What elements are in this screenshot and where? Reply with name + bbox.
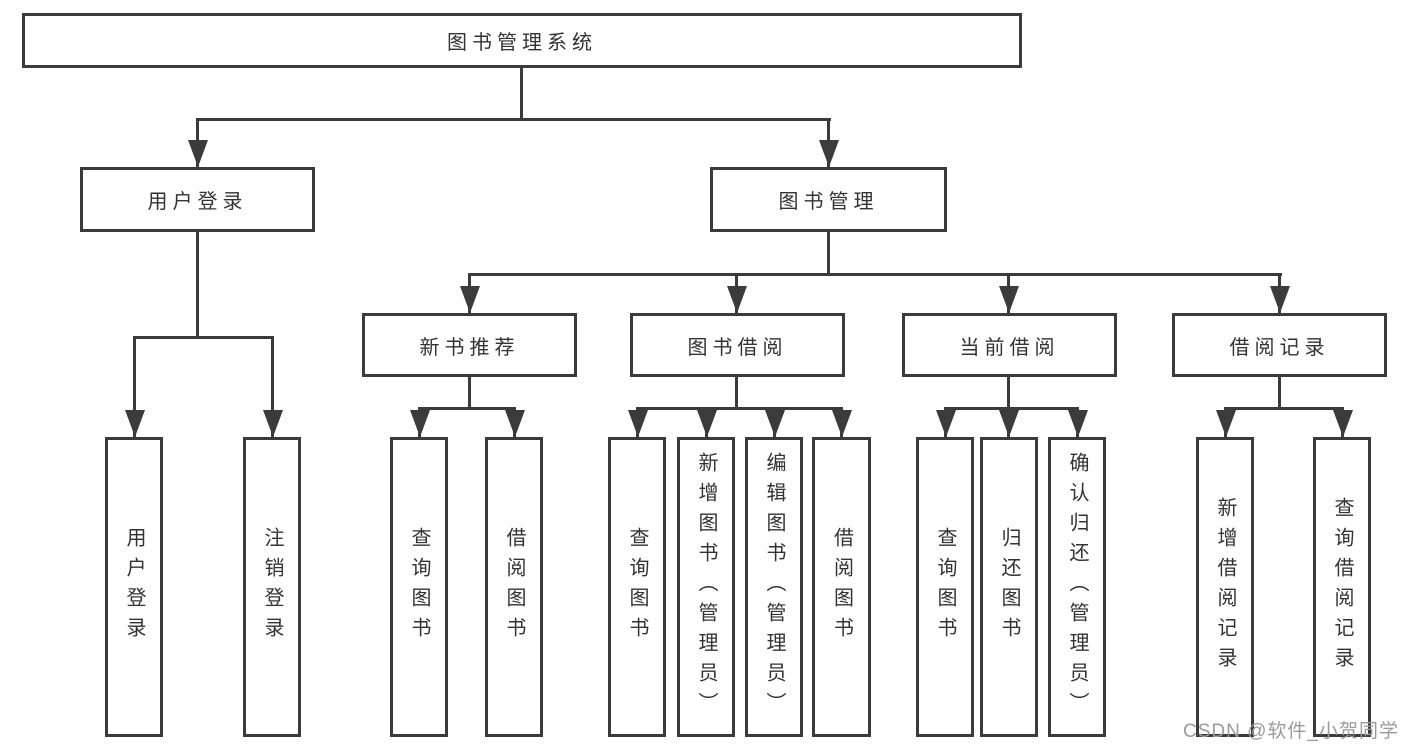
node-book-management: 图书管理 xyxy=(710,167,947,232)
arrowhead-down-icon xyxy=(505,410,525,437)
arrowhead-down-icon xyxy=(765,410,785,437)
connector-line xyxy=(133,336,136,437)
leaf-query-books-current: 查询图书 xyxy=(916,437,974,737)
arrowhead-down-icon xyxy=(628,410,648,437)
leaf-label: 借阅图书 xyxy=(830,527,853,647)
leaf-query-borrow-record: 查询借阅记录 xyxy=(1313,437,1371,737)
connector-line xyxy=(735,377,738,410)
leaf-logout: 注销登录 xyxy=(243,437,301,737)
leaf-add-book-admin: 新增图书（管理员） xyxy=(677,437,735,737)
leaf-label: 确认归还（管理员） xyxy=(1066,452,1088,722)
leaf-borrow-books-recommend: 借阅图书 xyxy=(485,437,543,737)
arrowhead-down-icon xyxy=(410,410,430,437)
leaf-label: 新增图书（管理员） xyxy=(695,452,717,722)
arrowhead-down-icon xyxy=(1270,286,1290,313)
leaf-user-login: 用户登录 xyxy=(105,437,163,737)
node-library-system: 图书管理系统 xyxy=(22,13,1022,68)
leaf-borrow-books-borrowing: 借阅图书 xyxy=(812,437,871,737)
arrowhead-down-icon xyxy=(832,410,852,437)
leaf-confirm-return-admin: 确认归还（管理员） xyxy=(1048,437,1106,737)
leaf-label: 查询图书 xyxy=(626,527,648,647)
connector-line xyxy=(944,407,1079,410)
arrowhead-down-icon xyxy=(125,410,145,437)
leaf-edit-book-admin: 编辑图书（管理员） xyxy=(745,437,803,737)
connector-line xyxy=(271,336,274,437)
leaf-label: 新增借阅记录 xyxy=(1214,497,1236,677)
csdn-watermark: CSDN @软件_小贺同学 xyxy=(1183,721,1399,742)
connector-line xyxy=(827,232,830,276)
arrowhead-down-icon xyxy=(1333,410,1353,437)
leaf-add-borrow-record: 新增借阅记录 xyxy=(1196,437,1254,737)
arrowhead-down-icon xyxy=(819,140,839,167)
leaf-label: 借阅图书 xyxy=(503,527,525,647)
leaf-return-book: 归还图书 xyxy=(980,437,1038,737)
node-new-book-recommend: 新书推荐 xyxy=(362,313,577,377)
arrowhead-down-icon xyxy=(1068,410,1088,437)
leaf-query-books-borrowing: 查询图书 xyxy=(608,437,666,737)
connector-line xyxy=(1007,377,1010,410)
leaf-label: 注销登录 xyxy=(261,527,283,647)
connector-line xyxy=(196,232,199,339)
connector-line xyxy=(468,377,471,410)
arrowhead-down-icon xyxy=(460,286,480,313)
connector-line xyxy=(196,118,831,121)
arrowhead-down-icon xyxy=(999,286,1019,313)
arrowhead-down-icon xyxy=(999,410,1019,437)
connector-line xyxy=(1224,407,1344,410)
leaf-label: 查询借阅记录 xyxy=(1331,497,1353,677)
arrowhead-down-icon xyxy=(263,410,283,437)
node-book-borrowing: 图书借阅 xyxy=(630,313,845,377)
node-current-borrowing: 当前借阅 xyxy=(902,313,1117,377)
arrowhead-down-icon xyxy=(936,410,956,437)
connector-line xyxy=(418,407,516,410)
node-borrowing-records: 借阅记录 xyxy=(1172,313,1387,377)
connector-line xyxy=(133,336,274,339)
arrowhead-down-icon xyxy=(1216,410,1236,437)
arrowhead-down-icon xyxy=(188,140,208,167)
arrowhead-down-icon xyxy=(727,286,747,313)
leaf-label: 编辑图书（管理员） xyxy=(763,452,785,722)
connector-line xyxy=(1278,377,1281,410)
leaf-label: 查询图书 xyxy=(934,527,956,647)
leaf-label: 归还图书 xyxy=(998,527,1020,647)
connector-line xyxy=(468,273,1282,276)
leaf-query-books-recommend: 查询图书 xyxy=(390,437,448,737)
connector-line xyxy=(520,68,523,121)
leaf-label: 用户登录 xyxy=(123,527,145,647)
arrowhead-down-icon xyxy=(697,410,717,437)
leaf-label: 查询图书 xyxy=(408,527,430,647)
connector-line xyxy=(636,407,843,410)
node-user-login: 用户登录 xyxy=(80,167,315,232)
